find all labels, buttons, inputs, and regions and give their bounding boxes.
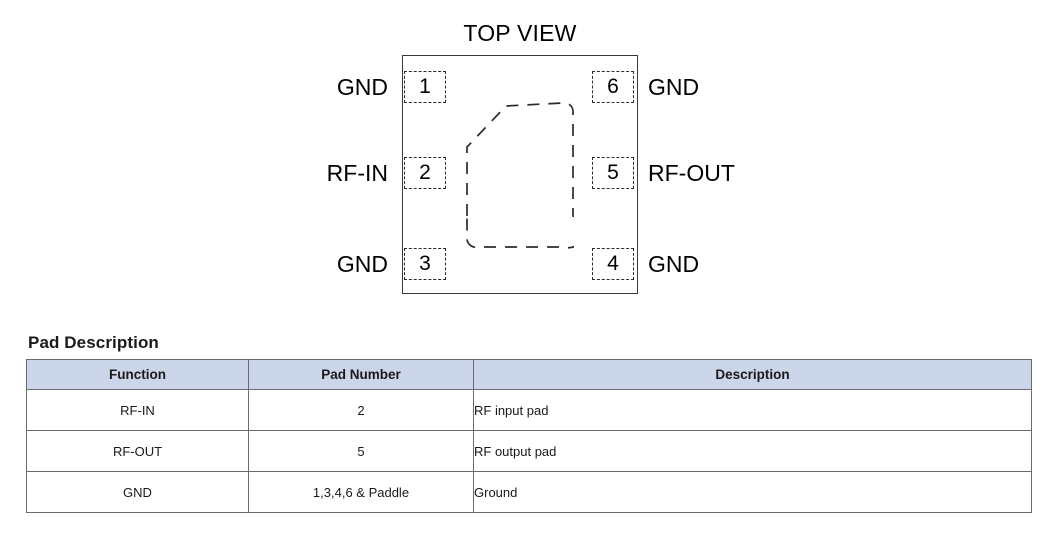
pad-5: 5 bbox=[592, 157, 634, 189]
top-view-title: TOP VIEW bbox=[463, 20, 577, 46]
cell-pad-number: 1,3,4,6 & Paddle bbox=[248, 471, 474, 513]
cell-function: RF-IN bbox=[26, 389, 249, 431]
column-header-function: Function bbox=[26, 359, 249, 390]
table-header-row: Function Pad Number Description bbox=[26, 359, 1032, 390]
pad-2: 2 bbox=[404, 157, 446, 189]
package-outline bbox=[402, 55, 638, 294]
pin-label-2: RF-IN bbox=[326, 160, 388, 186]
pad-4: 4 bbox=[592, 248, 634, 280]
cell-description: Ground bbox=[473, 471, 1032, 513]
package-top-view-figure: TOP VIEW 1 2 3 6 5 4 GND RF-IN GND GND R… bbox=[326, 20, 735, 294]
table-row: GND 1,3,4,6 & Paddle Ground bbox=[26, 471, 1032, 513]
cell-description: RF output pad bbox=[473, 430, 1032, 472]
pin-label-4: GND bbox=[648, 251, 700, 277]
pad-description-section: Pad Description Function Pad Number Desc… bbox=[26, 333, 1032, 513]
column-header-description: Description bbox=[473, 359, 1032, 390]
pad-description-table: Function Pad Number Description RF-IN 2 … bbox=[26, 359, 1032, 513]
cell-pad-number: 2 bbox=[248, 389, 474, 431]
cell-description: RF input pad bbox=[473, 389, 1032, 431]
pin-label-3: GND bbox=[336, 251, 388, 277]
pad-3: 3 bbox=[404, 248, 446, 280]
cell-function: RF-OUT bbox=[26, 430, 249, 472]
pad-description-heading: Pad Description bbox=[28, 333, 159, 352]
table-row: RF-IN 2 RF input pad bbox=[26, 389, 1032, 431]
thermal-paddle-outline bbox=[466, 101, 574, 249]
column-header-pad-number: Pad Number bbox=[248, 359, 474, 390]
table-row: RF-OUT 5 RF output pad bbox=[26, 430, 1032, 472]
pin-label-5: RF-OUT bbox=[648, 160, 735, 186]
pin-label-1: GND bbox=[336, 74, 388, 100]
pad-1: 1 bbox=[404, 71, 446, 103]
cell-pad-number: 5 bbox=[248, 430, 474, 472]
cell-function: GND bbox=[26, 471, 249, 513]
pad-6: 6 bbox=[592, 71, 634, 103]
pin-label-6: GND bbox=[648, 74, 700, 100]
